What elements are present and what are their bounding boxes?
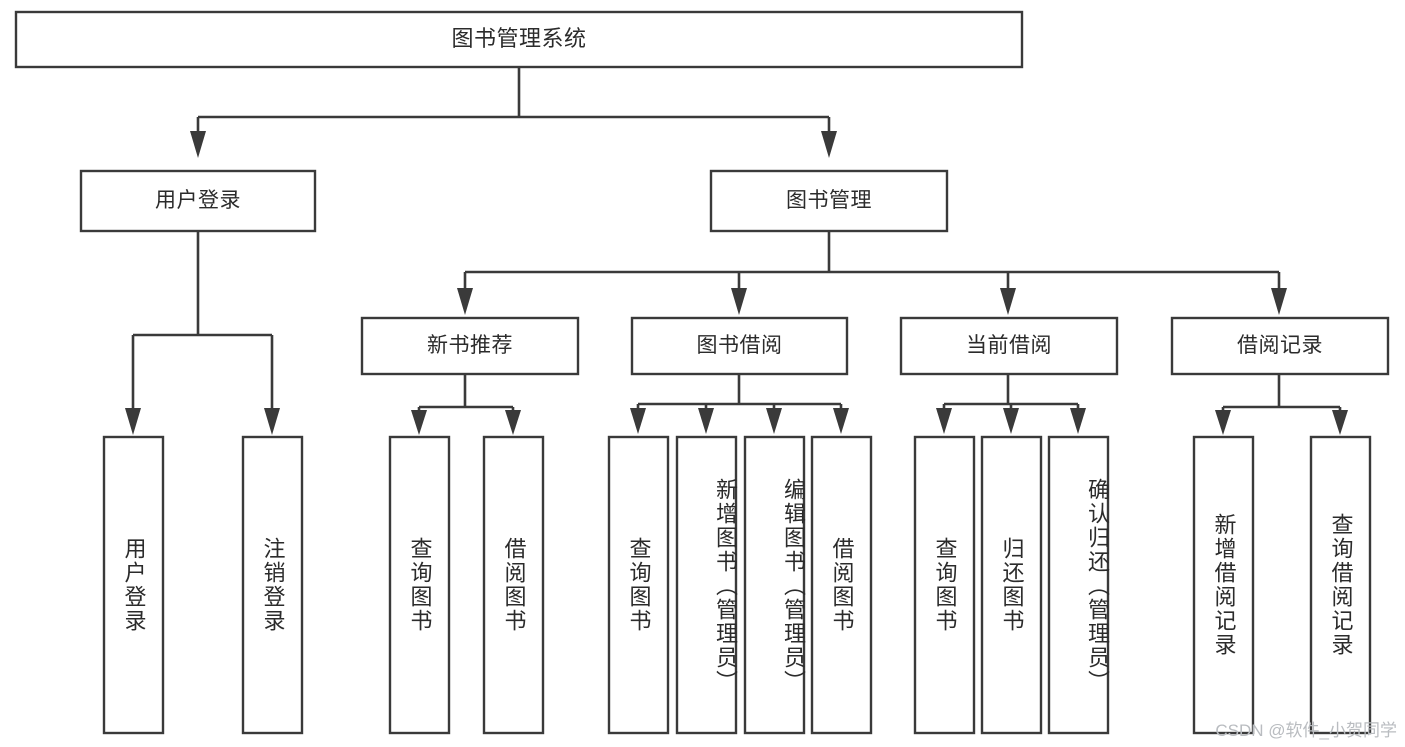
connector-group-book-borrow <box>630 374 849 434</box>
node-box-leaf-borrow-book-borrow[interactable] <box>810 435 873 735</box>
connector-group-book-manage <box>457 231 1287 315</box>
node-box-root[interactable] <box>14 10 1024 69</box>
node-box-leaf-logout[interactable] <box>241 435 304 735</box>
connector-group-root <box>190 67 837 158</box>
arrowhead-leaf-query-book-rec <box>411 410 427 435</box>
node-box-book-borrow[interactable] <box>630 316 849 376</box>
node-box-leaf-confirm-return-admin[interactable] <box>1047 435 1110 735</box>
arrowhead-leaf-borrow-book-borrow <box>833 408 849 434</box>
arrowhead-leaf-user-login <box>125 408 141 435</box>
node-box-leaf-query-book-rec[interactable] <box>388 435 451 735</box>
csdn-watermark: CSDN @软件_小贺同学 <box>1215 721 1397 740</box>
arrowhead-leaf-edit-book-admin <box>766 408 782 434</box>
node-box-leaf-add-book-admin[interactable] <box>675 435 738 735</box>
node-box-new-book-recommend[interactable] <box>360 316 580 376</box>
connector-group-user-login <box>125 231 280 435</box>
node-box-borrow-record[interactable] <box>1170 316 1390 376</box>
arrowhead-leaf-query-borrow-record <box>1332 410 1348 435</box>
node-box-current-borrow[interactable] <box>899 316 1119 376</box>
arrowhead-leaf-add-borrow-record <box>1215 410 1231 435</box>
node-box-user-login[interactable] <box>79 169 317 233</box>
arrowhead-book-manage <box>821 131 837 158</box>
arrowhead-book-borrow <box>731 288 747 315</box>
node-box-leaf-query-book-current[interactable] <box>913 435 976 735</box>
arrowhead-leaf-logout <box>264 408 280 435</box>
arrowhead-new-book-recommend <box>457 288 473 315</box>
node-box-leaf-add-borrow-record[interactable] <box>1192 435 1255 735</box>
node-box-leaf-user-login[interactable] <box>102 435 165 735</box>
node-box-book-manage[interactable] <box>709 169 949 233</box>
arrowhead-leaf-query-book-current <box>936 408 952 434</box>
arrowhead-leaf-borrow-book-rec <box>505 410 521 435</box>
connector-group-borrow-record <box>1215 374 1348 435</box>
arrowhead-leaf-return-book <box>1003 408 1019 434</box>
arrowhead-leaf-query-book-borrow <box>630 408 646 434</box>
node-box-leaf-edit-book-admin[interactable] <box>743 435 806 735</box>
arrowhead-user-login <box>190 131 206 158</box>
node-box-leaf-query-borrow-record[interactable] <box>1309 435 1372 735</box>
arrowhead-current-borrow <box>1000 288 1016 315</box>
node-box-leaf-return-book[interactable] <box>980 435 1043 735</box>
arrowhead-leaf-confirm-return-admin <box>1070 408 1086 434</box>
node-box-leaf-query-book-borrow[interactable] <box>607 435 670 735</box>
connector-group-new-book-recommend <box>411 374 521 435</box>
arrowhead-borrow-record <box>1271 288 1287 315</box>
connector-group-current-borrow <box>936 374 1086 434</box>
arrowhead-leaf-add-book-admin <box>698 408 714 434</box>
node-box-leaf-borrow-book-rec[interactable] <box>482 435 545 735</box>
